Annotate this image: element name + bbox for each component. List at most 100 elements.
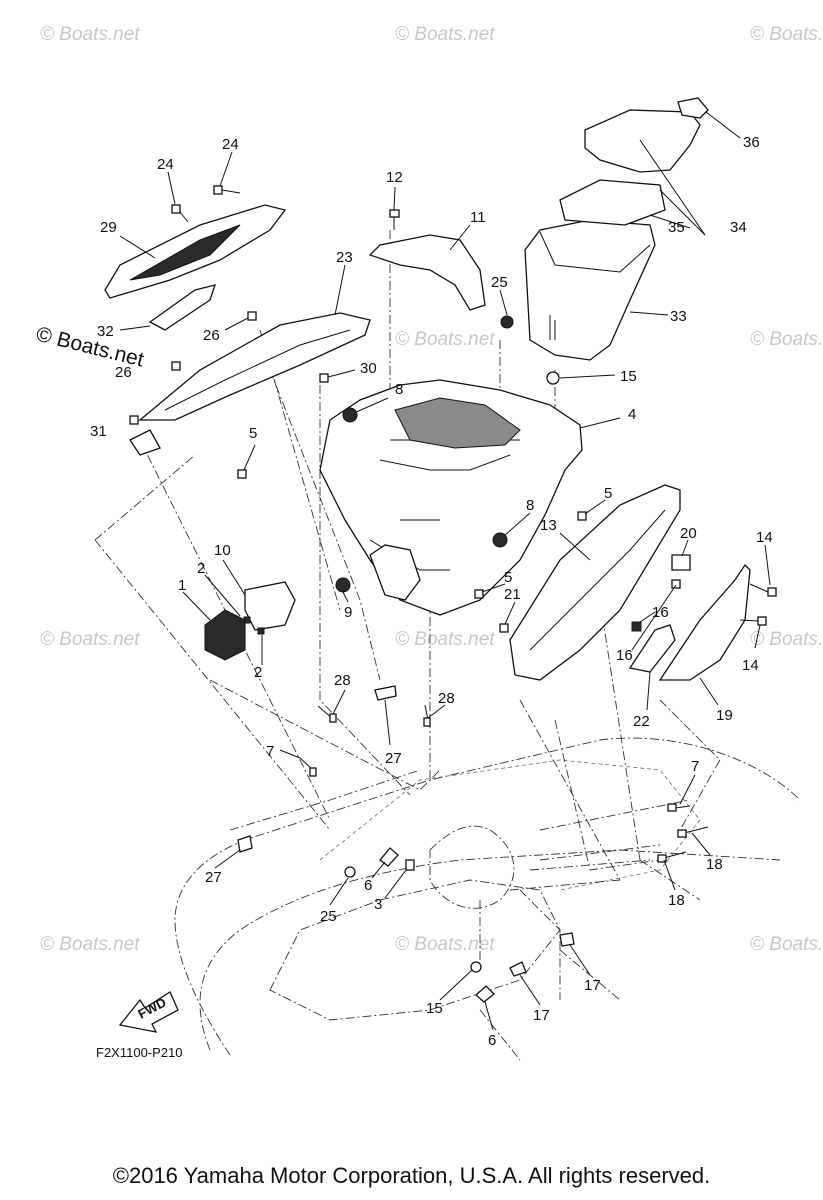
callout-34: 34: [730, 219, 747, 236]
callout-6: 6: [488, 1032, 496, 1049]
callout-33: 33: [670, 308, 687, 325]
callout-27: 27: [385, 750, 402, 767]
part-2-clip: [243, 616, 251, 624]
callout-22: 22: [633, 713, 650, 730]
callout-14: 14: [756, 529, 773, 546]
part-31-screw: [129, 415, 139, 425]
part-5-bolt: [577, 511, 587, 521]
part-35-gasket: [559, 179, 666, 226]
part-17-clip: [509, 961, 527, 977]
callout-28: 28: [438, 690, 455, 707]
part-18-rivet: [657, 854, 667, 863]
part-15-washer: [470, 961, 482, 973]
part-19-cover: [658, 563, 751, 681]
watermark: © Boats.net: [40, 24, 140, 45]
assembly-lines: [94, 230, 721, 1000]
part-27-clip: [374, 685, 397, 701]
part-4-cavity: [369, 544, 421, 601]
callout-6: 6: [364, 877, 372, 894]
callout-4: 4: [628, 406, 636, 423]
part-16-fastener: [671, 579, 681, 589]
part-28-rivet: [329, 713, 337, 723]
watermark: © Boats.net: [750, 934, 823, 955]
callout-19: 19: [716, 707, 733, 724]
callout-leaders: [119, 111, 771, 1031]
callouts: 1 2 2 3 4 5 5 5 6 6 7 7 8 8 9 10 11 12 1…: [90, 134, 773, 1049]
callout-2: 2: [197, 560, 205, 577]
callout-3: 3: [374, 896, 382, 913]
callout-25: 25: [491, 274, 508, 291]
callout-16: 16: [616, 647, 633, 664]
part-27-clip: [237, 835, 253, 853]
watermark: © Boats.net: [395, 24, 495, 45]
callout-5: 5: [504, 569, 512, 586]
callout-23: 23: [336, 249, 353, 266]
diagram-code: F2X1100-P210: [96, 1045, 183, 1060]
watermark: © Boats.net: [395, 329, 495, 350]
part-25-washer: [344, 866, 356, 878]
watermark: © Boats.net: [395, 629, 495, 650]
part-8-grommet: [492, 532, 508, 548]
part-12-screw: [389, 209, 400, 218]
part-16-fastener: [631, 621, 642, 632]
part-4-seat-well: [394, 397, 521, 449]
part-22-bracket: [628, 624, 676, 673]
callout-16: 16: [652, 604, 669, 621]
part-1-box: [204, 609, 246, 661]
part-32: [148, 284, 216, 331]
part-13-side-panel: [509, 484, 681, 681]
callout-17: 17: [533, 1007, 550, 1024]
part-34-lid: [584, 109, 701, 173]
callout-7: 7: [266, 743, 274, 760]
part-17-clip: [559, 932, 575, 947]
callout-35: 35: [668, 219, 685, 236]
watermark: © Boats.net: [40, 629, 140, 650]
callout-11: 11: [470, 209, 486, 226]
part-25-nut: [500, 315, 514, 329]
callout-17: 17: [584, 977, 601, 994]
copyright-notice: ©2016 Yamaha Motor Corporation, U.S.A. A…: [112, 1163, 711, 1188]
part-3-screw: [405, 859, 415, 871]
callout-5: 5: [249, 425, 257, 442]
part-9-grommet: [335, 577, 351, 593]
part-15-washer: [546, 371, 560, 385]
watermark: © Boats.net: [40, 934, 140, 955]
callout-8: 8: [395, 381, 403, 398]
watermark: © Boats.net: [395, 934, 495, 955]
watermark: © Boats.net: [750, 629, 823, 650]
callout-28: 28: [334, 672, 351, 689]
callout-30: 30: [360, 360, 377, 377]
callout-10: 10: [214, 542, 231, 559]
part-6-clip: [475, 985, 495, 1003]
part-28-rivet: [423, 717, 431, 727]
callout-13: 13: [540, 517, 557, 534]
callout-15: 15: [620, 368, 637, 385]
callout-25: 25: [320, 908, 337, 925]
callout-32: 32: [97, 323, 114, 340]
watermark: © Boats.net: [750, 24, 823, 45]
callout-15: 15: [426, 1000, 443, 1017]
part-11-cover: [368, 234, 486, 311]
part-33-bin: [524, 219, 656, 361]
callout-18: 18: [706, 856, 723, 873]
part-26-bolt: [247, 311, 257, 321]
callout-1: 1: [178, 577, 186, 594]
part-26-bolt: [171, 361, 181, 371]
part-5-bolt: [474, 589, 484, 599]
callout-29: 29: [100, 219, 117, 236]
callout-27: 27: [205, 869, 222, 886]
callout-7: 7: [691, 758, 699, 775]
part-10-pad: [244, 581, 296, 631]
part-21-screw: [499, 623, 509, 633]
part-24-bolt: [171, 204, 181, 214]
part-29-inner: [129, 224, 241, 281]
callout-5: 5: [604, 485, 612, 502]
part-8-grommet: [342, 407, 358, 423]
hull-outline: [174, 737, 801, 1061]
callout-24: 24: [157, 156, 174, 173]
part-14-bolt: [767, 587, 777, 597]
part-31-bracket: [129, 429, 161, 456]
part-7-rivet: [309, 767, 317, 777]
part-20-clip: [671, 554, 691, 571]
callout-8: 8: [526, 497, 534, 514]
